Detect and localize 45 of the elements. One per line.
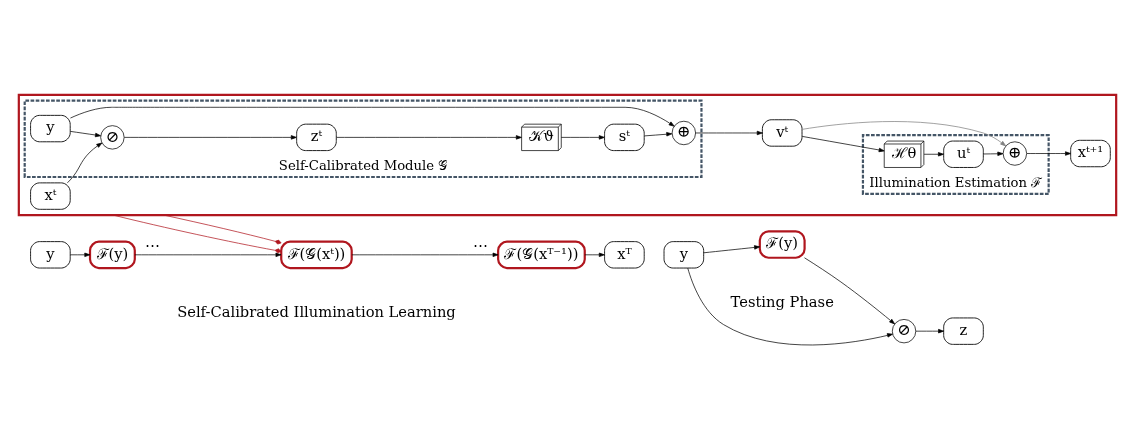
label: Testing Phase (730, 292, 834, 310)
connector (113, 214, 282, 254)
arrow (69, 252, 91, 257)
arrow (134, 252, 282, 257)
arrow (584, 252, 605, 257)
arrow (67, 142, 103, 184)
node-box: y (30, 241, 71, 269)
arrow (801, 121, 1007, 147)
connector (163, 214, 282, 245)
arrow (351, 252, 499, 257)
node-circle: ⊘ (100, 125, 125, 150)
arrow (560, 135, 605, 140)
node-box: xᵗ⁺¹ (1070, 139, 1111, 168)
edge-label: ⋯ (473, 236, 489, 254)
arrow (69, 131, 101, 138)
arrow (1026, 151, 1071, 156)
node-box: xᵀ (604, 241, 645, 269)
arrow (336, 135, 522, 140)
arrow (703, 245, 761, 254)
arrow (915, 329, 944, 334)
edge-label: ⋯ (144, 236, 160, 254)
node-box: xᵗ (30, 182, 71, 210)
node-box: y (663, 241, 705, 269)
arrow (804, 257, 895, 325)
node-box: ℱ(𝒢(xᵀ⁻¹)) (497, 240, 586, 270)
node-box: y (30, 114, 71, 143)
cluster (17, 93, 1118, 217)
arrow (687, 267, 893, 346)
arrow (983, 151, 1004, 156)
arrow (923, 152, 944, 157)
arrow (70, 106, 675, 127)
node-box: ℱ(y) (758, 230, 806, 259)
node-box: sᵗ (604, 123, 645, 152)
node-box: z (943, 317, 984, 345)
node-box: ℱ(𝒢(xᵗ)) (280, 240, 353, 270)
label: Self-Calibrated Illumination Learning (177, 303, 456, 321)
arrow (801, 136, 885, 153)
arrow (123, 135, 297, 140)
node-box: vᵗ (761, 119, 803, 147)
node-box: ℱ(y) (88, 240, 136, 270)
node-box: uᵗ (943, 140, 984, 168)
arrow (644, 132, 673, 137)
arrow (695, 130, 763, 136)
node-box: zᵗ (296, 123, 337, 152)
node-circle: ⊕ (671, 120, 696, 146)
